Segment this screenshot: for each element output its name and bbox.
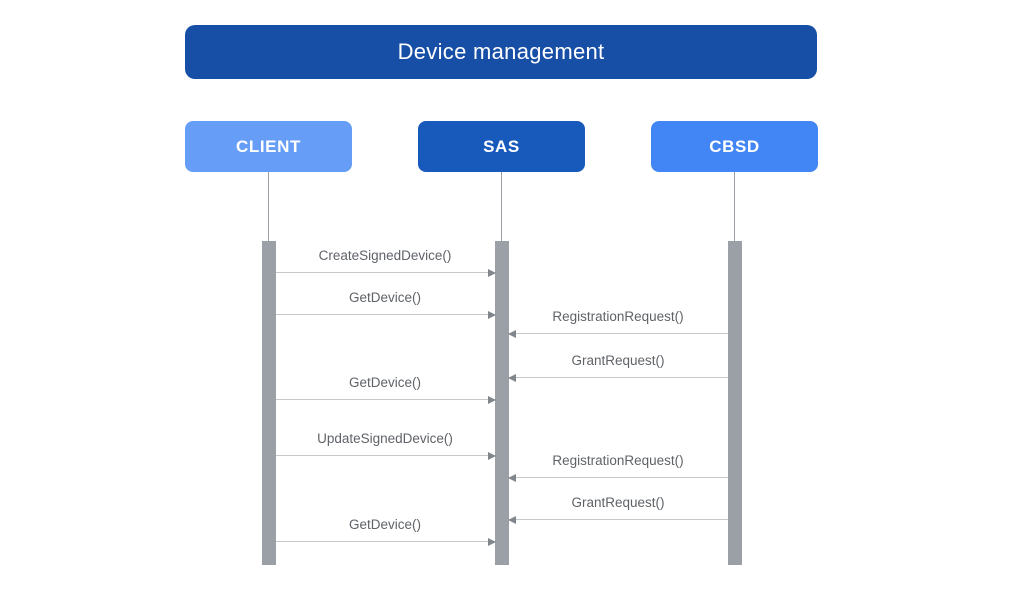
activation-bar-client [261,241,276,565]
message-label: CreateSignedDevice() [318,248,452,263]
sequence-message: GetDevice() [275,290,496,319]
sequence-message: RegistrationRequest() [507,309,728,338]
actor-label-sas: SAS [483,136,520,156]
arrowhead-icon [487,310,496,319]
sequence-message: UpdateSignedDevice() [275,431,496,460]
sequence-message: CreateSignedDevice() [275,248,496,277]
lifeline-cbsd [734,172,735,241]
arrowhead-icon [487,451,496,460]
arrowhead-icon [487,537,496,546]
lifeline-sas [501,172,502,241]
sequence-message: GetDevice() [275,375,496,404]
message-label: UpdateSignedDevice() [317,431,453,446]
activation-bar-cbsd [727,241,742,565]
lifeline-client [268,172,269,241]
message-label: RegistrationRequest() [552,453,684,468]
message-line [275,272,495,273]
arrowhead-icon [507,373,516,382]
message-label: GetDevice() [348,517,421,532]
diagram-title: Device management [185,25,817,79]
actor-label-cbsd: CBSD [709,136,760,156]
message-label: RegistrationRequest() [552,309,684,324]
message-line [508,333,728,334]
message-line [508,477,728,478]
message-line [275,399,495,400]
actor-box-sas: SAS [418,121,585,172]
actor-box-cbsd: CBSD [651,121,818,172]
arrowhead-icon [487,395,496,404]
message-line [275,314,495,315]
message-label: GrantRequest() [571,353,665,368]
message-label: GetDevice() [348,375,421,390]
sequence-message: GrantRequest() [507,495,728,524]
message-line [275,455,495,456]
activation-bar-sas [494,241,509,565]
message-label: GrantRequest() [571,495,665,510]
arrowhead-icon [507,515,516,524]
message-label: GetDevice() [348,290,421,305]
actor-label-client: CLIENT [236,136,301,156]
arrowhead-icon [507,329,516,338]
arrowhead-icon [487,268,496,277]
arrowhead-icon [507,473,516,482]
message-line [275,541,495,542]
sequence-message: GetDevice() [275,517,496,546]
actor-box-client: CLIENT [185,121,352,172]
sequence-message: GrantRequest() [507,353,728,382]
message-line [508,377,728,378]
sequence-message: RegistrationRequest() [507,453,728,482]
message-line [508,519,728,520]
